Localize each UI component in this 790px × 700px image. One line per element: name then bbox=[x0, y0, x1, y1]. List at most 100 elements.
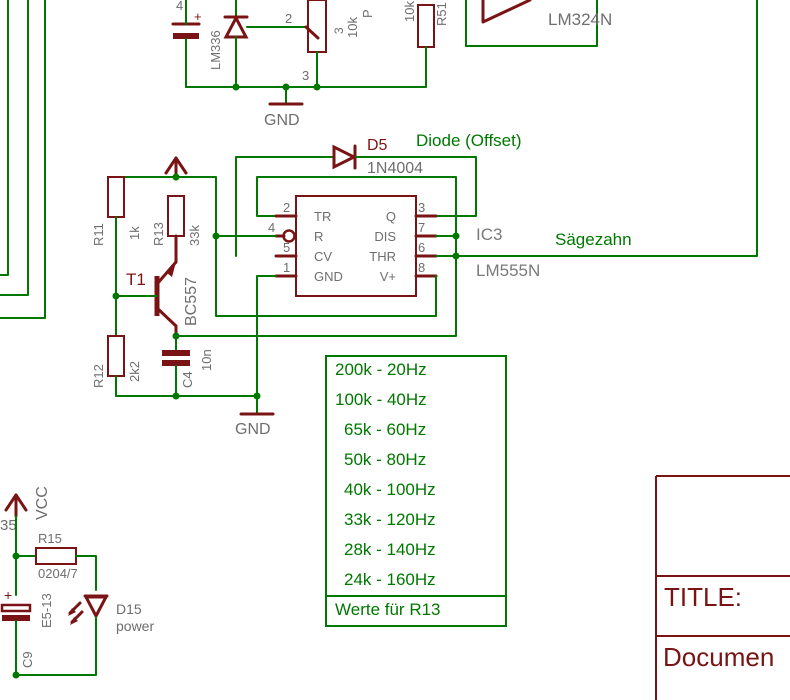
d5-name: D5 bbox=[367, 137, 388, 154]
pin-number: 6 bbox=[418, 240, 425, 255]
pin-label: TR bbox=[314, 209, 331, 224]
diode-d5 bbox=[235, 144, 477, 257]
cap-label-partial: 4 bbox=[176, 0, 183, 13]
vcc-label: VCC bbox=[34, 486, 51, 520]
pin-label: GND bbox=[314, 269, 343, 284]
junction bbox=[112, 292, 120, 300]
ic3-value: LM555N bbox=[476, 261, 540, 280]
lm336-zener bbox=[223, 0, 307, 88]
c4-name: C4 bbox=[180, 371, 195, 388]
r13-value-table: 200k - 20Hz 100k - 40Hz 65k - 60Hz 50k -… bbox=[325, 355, 507, 627]
pin-label: CV bbox=[314, 249, 332, 264]
t1-name: T1 bbox=[126, 270, 146, 289]
pot-pin-2: 2 bbox=[285, 11, 292, 26]
pin-number: 1 bbox=[283, 260, 290, 275]
wire bbox=[0, 0, 29, 296]
pot-pin-3: 3 bbox=[302, 68, 309, 83]
pin-label: V+ bbox=[380, 269, 396, 284]
wire-threshold-cap bbox=[175, 255, 457, 337]
t1-value: BC557 bbox=[183, 277, 200, 326]
power-led-circuit: VCC 35 R15 0204/7 + E5-13 C9 D15 power bbox=[0, 486, 154, 679]
junction bbox=[172, 332, 180, 340]
junction bbox=[12, 552, 20, 560]
resistor-r15 bbox=[35, 547, 77, 565]
wire bbox=[115, 375, 258, 397]
r51-name: R51 bbox=[434, 2, 449, 26]
pot-value-partial: 10k bbox=[345, 17, 360, 38]
wire-trigger-threshold bbox=[256, 176, 457, 257]
lm336-label: LM336 bbox=[208, 30, 223, 70]
led-d15 bbox=[15, 594, 109, 676]
d5-note: Diode (Offset) bbox=[416, 131, 522, 150]
wire-gnd-pin1 bbox=[256, 275, 277, 397]
pin-number: 3 bbox=[418, 200, 425, 215]
junction bbox=[172, 173, 180, 181]
ic-555-body bbox=[295, 195, 417, 297]
pot-name-partial: P bbox=[360, 9, 375, 18]
d15-value: power bbox=[116, 618, 154, 634]
reset-inverter-bubble bbox=[282, 229, 296, 243]
wire bbox=[0, 0, 46, 319]
lm324-label: LM324N bbox=[548, 10, 612, 29]
r11-value: 1k bbox=[127, 226, 142, 240]
d15-name: D15 bbox=[116, 601, 142, 617]
transistor-t1 bbox=[115, 260, 178, 338]
table-row: 65k - 60Hz bbox=[344, 420, 426, 439]
table-row: 200k - 20Hz bbox=[335, 360, 427, 379]
ic3-name: IC3 bbox=[476, 225, 502, 244]
junction bbox=[12, 671, 20, 679]
pin-label: R bbox=[314, 229, 323, 244]
pin-label: DIS bbox=[374, 229, 396, 244]
junction bbox=[452, 252, 460, 260]
capacitor-top bbox=[171, 0, 201, 88]
wire bbox=[75, 555, 97, 591]
table-row: 33k - 120Hz bbox=[344, 510, 436, 529]
vcc-arrow-power bbox=[4, 493, 28, 518]
wire bbox=[0, 0, 9, 276]
junction bbox=[313, 83, 321, 91]
c9-value: E5-13 bbox=[39, 593, 54, 628]
document-label: Documen bbox=[663, 642, 774, 672]
label-partial-left: 35 bbox=[0, 517, 17, 534]
gnd-label-timer: GND bbox=[235, 421, 271, 438]
saegezahn-label: Sägezahn bbox=[555, 230, 632, 249]
wire-saegezahn bbox=[455, 0, 758, 257]
r13-value: 33k bbox=[187, 225, 202, 246]
opamp-lm324 bbox=[465, 0, 598, 47]
resistor-r11 bbox=[107, 176, 125, 218]
resistor-r13 bbox=[167, 195, 185, 237]
pin-number: 4 bbox=[268, 220, 275, 235]
resistor-r51 bbox=[185, 4, 435, 88]
gnd-label-top: GND bbox=[264, 112, 300, 129]
table-row: 28k - 140Hz bbox=[344, 540, 436, 559]
table-row: 50k - 80Hz bbox=[344, 450, 426, 469]
c9-name: C9 bbox=[20, 651, 35, 668]
cap-plus-sign: + bbox=[194, 9, 202, 24]
r13-name: R13 bbox=[151, 222, 166, 246]
d5-value: 1N4004 bbox=[367, 160, 423, 177]
junction bbox=[172, 392, 180, 400]
junction bbox=[232, 83, 240, 91]
pin-label: Q bbox=[386, 209, 396, 224]
table-footer: Werte für R13 bbox=[335, 600, 441, 619]
pin-number: 7 bbox=[418, 220, 425, 235]
c4-value: 10n bbox=[199, 349, 214, 371]
potentiometer bbox=[304, 0, 327, 88]
capacitor-c9 bbox=[0, 603, 32, 676]
title-label: TITLE: bbox=[664, 582, 742, 612]
r11-name: R11 bbox=[91, 223, 106, 246]
pin-number: 2 bbox=[283, 200, 290, 215]
table-row: 40k - 100Hz bbox=[344, 480, 436, 499]
pin-number: 8 bbox=[418, 260, 425, 275]
title-block: TITLE: Documen bbox=[655, 475, 790, 700]
r15-value: 0204/7 bbox=[38, 566, 78, 581]
table-row: 24k - 160Hz bbox=[344, 570, 436, 589]
r12-name: R12 bbox=[91, 364, 106, 388]
pin-label: THR bbox=[369, 249, 396, 264]
pot-pin-3b: 3 bbox=[332, 27, 346, 34]
junction bbox=[212, 232, 220, 240]
timer-circuit: D5 1N4004 Diode (Offset) 2 4 5 1 3 7 6 8… bbox=[91, 131, 632, 438]
junction bbox=[452, 232, 460, 240]
wire-vplus bbox=[175, 176, 437, 317]
